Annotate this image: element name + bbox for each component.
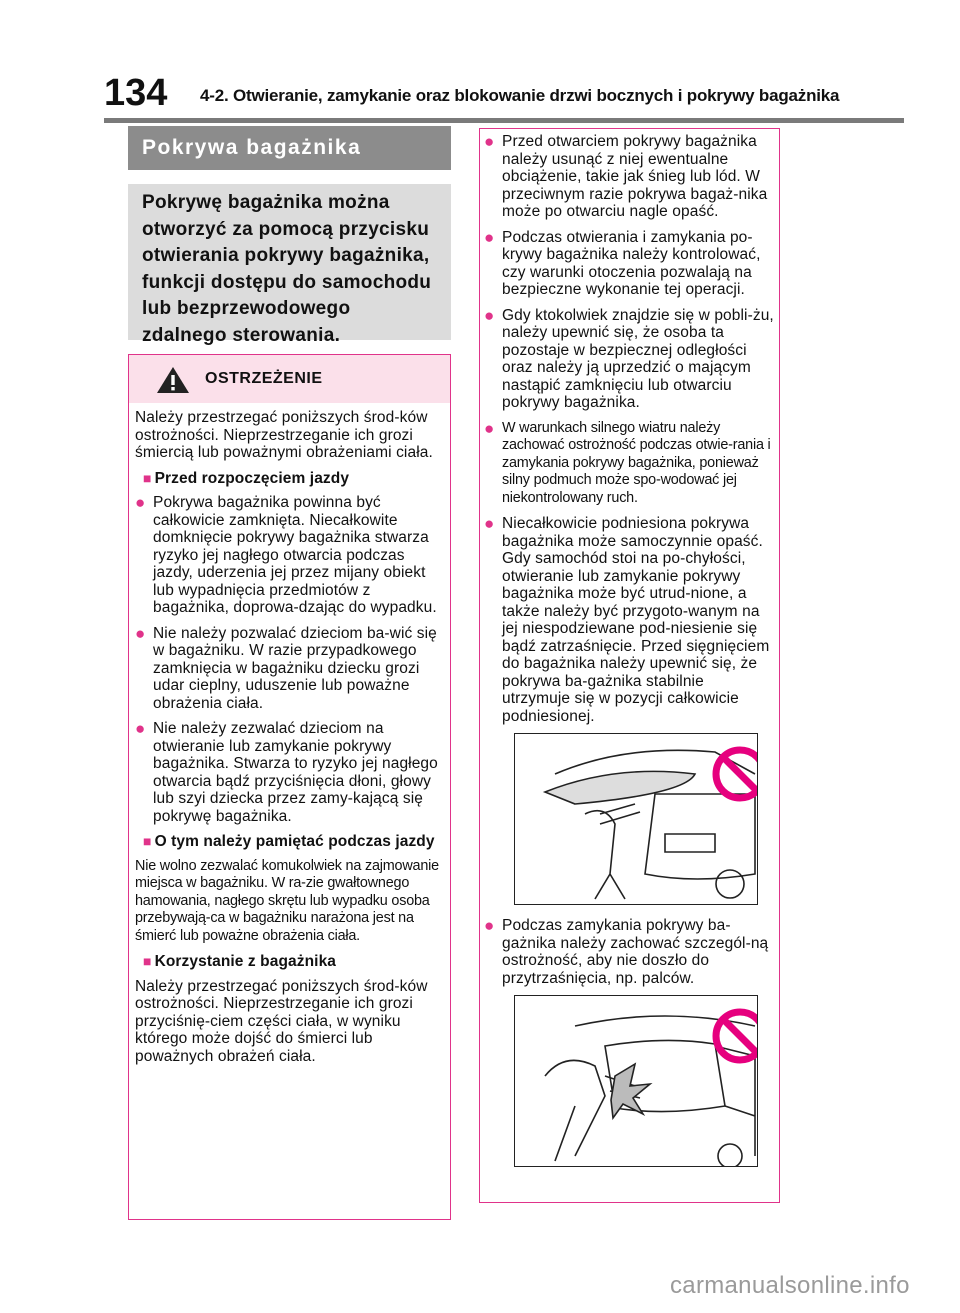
list-item: ● Podczas zamykania pokrywy ba-gażnika na…: [484, 917, 775, 987]
bullet-dot-icon: ●: [484, 916, 495, 935]
bullet-dot-icon: ●: [135, 719, 146, 738]
bullet-dot-icon: ●: [135, 493, 146, 512]
list-item-text: W warunkach silnego wiatru należy zachow…: [502, 419, 771, 506]
list-item-text: Niecałkowicie podniesiona pokrywa bagażn…: [502, 515, 770, 725]
list-item-text: Przed otwarciem pokrywy bagażnika należy…: [502, 133, 768, 220]
square-bullet-icon: ■: [143, 953, 152, 969]
warning-triangle-icon: [157, 367, 189, 393]
list-item: ● Gdy ktokolwiek znajdzie się w pobli-żu,…: [484, 305, 775, 412]
list-item-text: Nie należy pozwalać dzieciom ba-wić się …: [153, 624, 437, 712]
warning-header: OSTRZEŻENIE: [129, 355, 450, 403]
warning-intro: Należy przestrzegać poniższych środ-ków …: [135, 409, 433, 461]
warning-box-continued: ● Przed otwarciem pokrywy bagażnika należ…: [479, 128, 780, 1203]
page-number: 134: [104, 72, 168, 114]
header-divider: [104, 118, 904, 123]
paragraph: Należy przestrzegać poniższych środ-ków …: [135, 977, 428, 1065]
list-item: ● Podczas otwierania i zamykania po-krywy…: [484, 227, 775, 299]
bullet-dot-icon: ●: [484, 514, 495, 533]
bullet-dot-icon: ●: [135, 623, 146, 643]
list-item-text: Pokrywa bagażnika powinna być całkowicie…: [153, 494, 437, 616]
illustration-trunk-pinching: [514, 995, 758, 1167]
trunk-pinch-drawing: [544, 1008, 757, 1166]
trunk-falling-drawing: [542, 746, 757, 900]
watermark: carmanualsonline.info: [670, 1272, 910, 1299]
subheading-before-driving: ■Przed rozpoczęciem jazdy: [143, 470, 444, 488]
paragraph: Nie wolno zezwalać komukolwiek na zajmow…: [135, 857, 439, 944]
list-item-text: Podczas otwierania i zamykania po-krywy …: [502, 228, 761, 299]
section-title: Pokrywa bagażnika: [128, 126, 451, 170]
warning-box: OSTRZEŻENIE Należy przestrzegać poniższy…: [128, 354, 451, 1220]
square-bullet-icon: ■: [143, 469, 152, 486]
list-item-text: Nie należy zezwalać dzieciom na otwieran…: [153, 720, 438, 825]
subheading-while-driving: ■O tym należy pamiętać podczas jazdy: [143, 833, 444, 851]
intro-box: Pokrywę bagażnika można otworzyć za pomo…: [128, 184, 451, 346]
list-item: ● W warunkach silnego wiatru należy zacho…: [484, 418, 775, 508]
subheading-label: Korzystanie z bagażnika: [154, 953, 337, 970]
bullet-dot-icon: ●: [484, 418, 495, 438]
list-item: ● Nie należy pozwalać dzieciom ba-wić się…: [135, 623, 444, 713]
bullet-dot-icon: ●: [484, 305, 495, 325]
subheading-using-trunk: ■Korzystanie z bagażnika: [143, 953, 444, 971]
list-item: ● Pokrywa bagażnika powinna być całkowici…: [135, 494, 444, 617]
chapter-title: 4-2. Otwieranie, zamykanie oraz blokowan…: [200, 86, 840, 105]
bullet-dot-icon: ●: [484, 132, 495, 151]
list-item: ● Przed otwarciem pokrywy bagażnika należ…: [484, 133, 775, 221]
list-item-text: Podczas zamykania pokrywy ba-gażnika nal…: [502, 917, 769, 987]
list-item: ● Nie należy zezwalać dzieciom na otwiera…: [135, 720, 444, 825]
illustration-trunk-lid-falling: [514, 733, 758, 905]
subheading-label: O tym należy pamiętać podczas jazdy: [154, 833, 435, 850]
warning-title: OSTRZEŻENIE: [205, 370, 323, 387]
subheading-label: Przed rozpoczęciem jazdy: [154, 469, 350, 487]
bullet-dot-icon: ●: [484, 227, 495, 247]
list-item: ● Niecałkowicie podniesiona pokrywa bagaż…: [484, 515, 775, 725]
list-item-text: Gdy ktokolwiek znajdzie się w pobli-żu, …: [502, 306, 774, 412]
square-bullet-icon: ■: [143, 833, 152, 849]
